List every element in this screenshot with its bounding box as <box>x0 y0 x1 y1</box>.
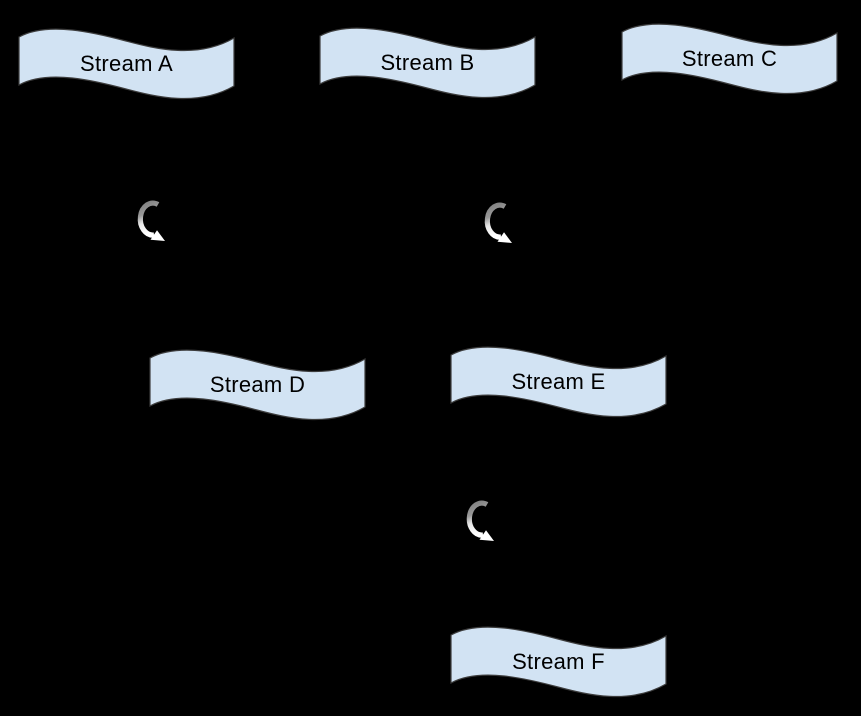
loop-arrow-icon[interactable] <box>133 199 166 244</box>
stream-label: Stream E <box>511 369 606 394</box>
flag-shape <box>319 27 536 99</box>
flag-shape <box>621 23 838 95</box>
flag-shape <box>18 28 235 100</box>
stream-node-e[interactable]: Stream E <box>450 345 667 419</box>
stream-label: Stream F <box>512 649 605 674</box>
stream-label: Stream D <box>209 372 306 397</box>
stream-node-d[interactable]: Stream D <box>149 348 366 422</box>
loop-arrow-icon[interactable] <box>480 201 513 246</box>
flag-shape <box>149 349 366 421</box>
loop-arrow-icon[interactable] <box>462 499 495 544</box>
stream-node-f[interactable]: Stream F <box>450 625 667 699</box>
stream-label: Stream A <box>80 51 173 76</box>
stream-node-b[interactable]: Stream B <box>319 26 536 100</box>
stream-node-a[interactable]: Stream A <box>18 27 235 101</box>
stream-label: Stream B <box>380 50 475 75</box>
flag-shape <box>450 626 667 698</box>
stream-label: Stream C <box>681 46 778 71</box>
stream-node-c[interactable]: Stream C <box>621 22 838 96</box>
flag-shape <box>450 346 667 418</box>
